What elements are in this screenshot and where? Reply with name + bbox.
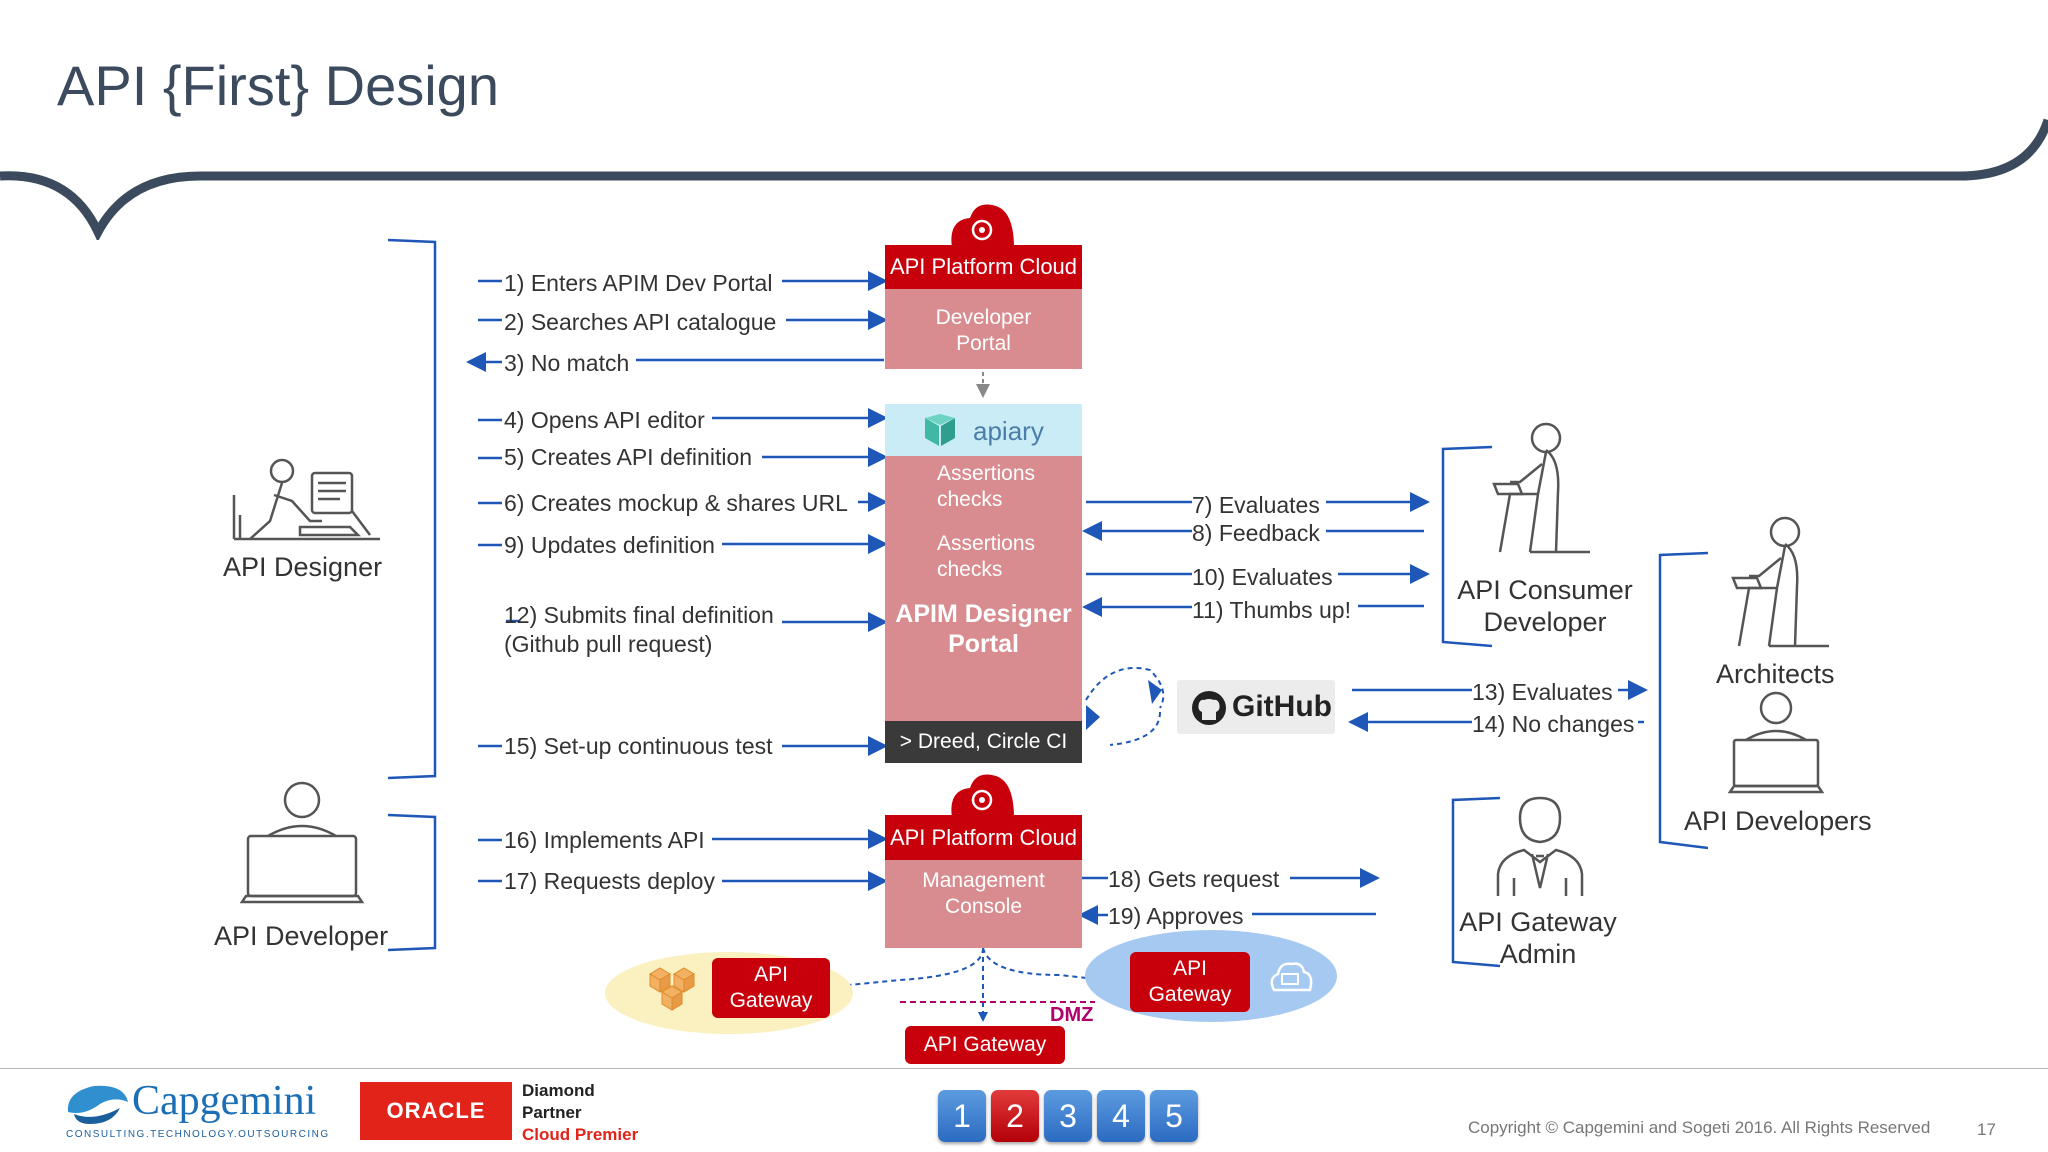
github-label: GitHub [1232,690,1332,723]
architects-label: Architects [1716,659,1835,689]
apiary-logo-icon [925,414,955,446]
gateway-admin-label: API Gateway Admin [1459,907,1617,969]
step-12: 12) Submits final definition [504,602,774,628]
api-platform-cloud-header-2: API Platform Cloud [885,815,1082,860]
partner-line-3: Cloud Premier [522,1125,639,1144]
step-19: 19) Approves [1108,903,1244,929]
api-developers-label: API Developers [1684,806,1872,836]
api-developer-icon [240,781,365,904]
capgemini-logo-text: Capgemini [132,1078,317,1124]
oracle-logo-text: ORACLE [386,1098,486,1123]
dmz-label: DMZ [1050,1004,1094,1026]
step-5: 5) Creates API definition [504,444,753,470]
step-12-note: (Github pull request) [504,631,713,657]
step-16: 16) Implements API [504,827,705,853]
copyright: Copyright © Capgemini and Sogeti 2016. A… [1468,1118,1931,1137]
step-18: 18) Gets request [1108,866,1280,892]
step-13: 13) Evaluates [1472,679,1613,705]
api-designer-label: API Designer [223,552,383,582]
boxes-icon [649,967,695,1011]
ci-bar: > Dreed, Circle CI [885,721,1082,763]
cloud-icon [1270,962,1313,992]
step-14: 14) No changes [1472,711,1635,737]
step-3: 3) No match [504,350,630,376]
slide-number: 17 [1977,1120,1996,1139]
oracle-logo: ORACLE [360,1082,512,1140]
api-gateway-cloud[interactable]: API Gateway [1130,952,1250,1012]
step-4: 4) Opens API editor [504,407,705,433]
capgemini-spade-icon [67,1085,128,1124]
page-button-1[interactable]: 1 [938,1090,986,1142]
step-7: 7) Evaluates [1192,492,1320,518]
api-platform-cloud-header: API Platform Cloud [885,245,1082,289]
management-console-box[interactable]: Management Console [885,860,1082,948]
header-swoosh [0,118,2048,240]
step-11: 11) Thumbs up! [1192,597,1351,623]
partner-line-1: Diamond [522,1081,595,1100]
github-box[interactable]: GitHub [1177,680,1335,734]
cloud-gear-icon [951,204,1014,248]
api-gateway-onprem[interactable]: API Gateway [712,958,830,1018]
capgemini-tagline: CONSULTING.TECHNOLOGY.OUTSOURCING [66,1129,330,1140]
management-console-label: Management Console [922,869,1045,918]
step-17: 17) Requests deploy [504,868,715,894]
step-10: 10) Evaluates [1192,564,1333,590]
consumer-developer-label: API Consumer Developer [1457,575,1633,637]
assertions-checks-1: Assertions checks [937,462,1036,511]
cloud-gear-icon-2 [951,774,1014,818]
developer-portal-box[interactable]: Developer Portal [885,289,1082,369]
apiary-box[interactable]: apiary [885,404,1082,456]
architects-icon [1731,516,1829,648]
gateway-admin-icon [1496,796,1584,896]
page-button-3[interactable]: 3 [1044,1090,1092,1142]
api-gateway-dmz[interactable]: API Gateway [905,1026,1065,1064]
assertions-checks-2: Assertions checks [937,532,1036,581]
consumer-developer-icon [1492,422,1590,554]
step-8: 8) Feedback [1192,520,1320,546]
partner-line-2: Partner [522,1103,582,1122]
step-9: 9) Updates definition [504,532,715,558]
page-button-5[interactable]: 5 [1150,1090,1198,1142]
step-15: 15) Set-up continuous test [504,733,773,759]
step-2: 2) Searches API catalogue [504,309,777,335]
api-developer-label: API Developer [214,921,389,951]
apim-designer-portal-box[interactable]: Assertions checks Assertions checks APIM… [885,456,1082,721]
step-1: 1) Enters APIM Dev Portal [504,270,773,296]
page-button-4[interactable]: 4 [1097,1090,1145,1142]
page-button-2-active[interactable]: 2 [991,1090,1039,1142]
step-6: 6) Creates mockup & shares URL [504,490,848,516]
footer-divider [0,1068,2048,1069]
github-octocat-icon [1192,691,1226,725]
api-designer-icon [232,458,380,541]
developer-portal-label: Developer Portal [935,306,1032,355]
apim-designer-portal-label: APIM Designer Portal [895,600,1072,658]
apiary-label: apiary [973,416,1044,446]
api-developers-icon [1728,691,1824,794]
slide-title: API {First} Design [57,54,499,117]
